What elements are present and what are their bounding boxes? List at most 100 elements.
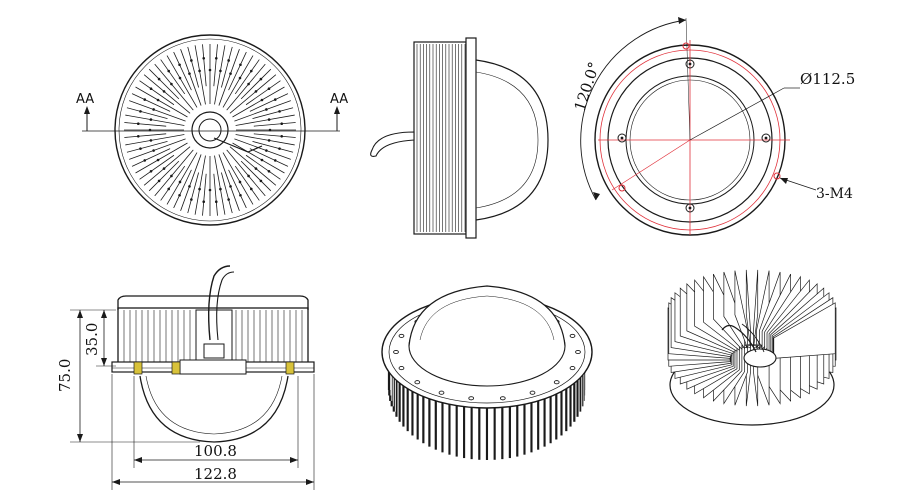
fin-dot [167, 69, 171, 73]
fin-line [235, 114, 295, 126]
iso-view-fins [667, 269, 837, 426]
fin-dot [249, 187, 253, 191]
fin-dot [208, 68, 212, 72]
fin-dot [260, 158, 264, 162]
fin-line [214, 45, 226, 105]
fin-line [154, 149, 194, 197]
radial-fins [124, 44, 296, 216]
fin-line [187, 172, 199, 214]
fin-line [222, 55, 254, 108]
section-marker-left: AA [76, 92, 94, 107]
rim-hole [438, 390, 445, 395]
fin-dot [152, 108, 155, 111]
fin-line [213, 173, 218, 216]
fin-line [131, 93, 171, 112]
fin-dot [188, 185, 191, 188]
mounting-holes [617, 42, 781, 213]
fin-dot [143, 98, 147, 101]
fin-dot [267, 139, 271, 142]
iso-view-dome [381, 285, 593, 460]
fin-line [232, 86, 285, 118]
fin-dot [229, 72, 232, 75]
fin-dot [278, 147, 281, 150]
fin-line [139, 80, 175, 106]
fin-blade [734, 270, 748, 349]
fin-line [229, 74, 277, 114]
fin-line [194, 45, 206, 105]
fin-dot [267, 87, 271, 91]
fin-dot [239, 63, 242, 67]
fin-dot [167, 187, 171, 191]
fin-line [166, 55, 198, 108]
fin-dot [190, 59, 193, 62]
fin-line [240, 160, 272, 192]
fin-line [126, 107, 168, 119]
fin-dot [254, 90, 258, 93]
fin-line [194, 155, 206, 215]
fin-line [154, 63, 194, 111]
fin-dot [149, 169, 153, 173]
fin-line [229, 146, 277, 186]
fin-line [240, 68, 272, 100]
fin-line [234, 59, 260, 95]
fin-line [135, 142, 188, 174]
fin-dot [178, 76, 182, 80]
fin-dot [238, 76, 242, 80]
fin-line [124, 122, 167, 127]
fin-blade [745, 269, 751, 348]
fin-dot [149, 139, 153, 142]
fin-dot [202, 56, 206, 60]
fin-line [245, 154, 281, 180]
section-view: 75.0 35.0 100.8 122.8 [56, 265, 315, 490]
fin-dot [139, 147, 142, 150]
fin-dot [178, 63, 181, 67]
fin-blade [753, 269, 759, 348]
fin-dot [162, 167, 166, 170]
dim-inner-width: 100.8 [194, 442, 237, 460]
fin-line [226, 149, 266, 197]
thread-label: 3-M4 [816, 186, 853, 202]
fin-dot [156, 158, 160, 162]
fin-line [234, 138, 291, 160]
dim-outer-width: 122.8 [194, 465, 237, 483]
fin-dot [219, 69, 222, 73]
rim-hole [398, 366, 405, 371]
fin-dot [265, 149, 268, 152]
fin-dot [265, 108, 268, 111]
fin-line [135, 86, 188, 118]
fin-line [148, 160, 180, 192]
fin-dot [156, 98, 160, 102]
fin-dot [149, 87, 153, 91]
rim-hole [569, 333, 576, 338]
fin-dot [278, 110, 281, 113]
fin-dot [152, 149, 155, 152]
dim-upper-height: 35.0 [83, 323, 101, 356]
iso-top-fins [667, 269, 837, 407]
fin-dot [214, 200, 218, 204]
section-marker-right: AA [330, 92, 348, 107]
fin-line [173, 169, 192, 209]
rim-hole [575, 349, 581, 355]
fin-line [213, 44, 218, 87]
fin-line [160, 59, 186, 95]
fin-dot [214, 56, 218, 60]
fin-dot [202, 200, 206, 204]
fin-dot [219, 187, 222, 191]
rim-hole [529, 390, 536, 395]
fin-dot [273, 98, 277, 101]
side-view [370, 37, 549, 239]
fin-dot [254, 167, 258, 170]
fin-line [252, 141, 294, 153]
rim-hole [414, 380, 421, 385]
fin-line [222, 152, 254, 205]
fin-dot [178, 193, 181, 197]
fin-dot [208, 188, 212, 192]
fin-line [234, 165, 260, 201]
fin-dot [267, 169, 271, 173]
section-fins [123, 310, 303, 362]
fin-line [129, 138, 186, 160]
fin-line [180, 154, 202, 211]
fin-dot [239, 193, 242, 197]
fin-line [218, 49, 240, 106]
